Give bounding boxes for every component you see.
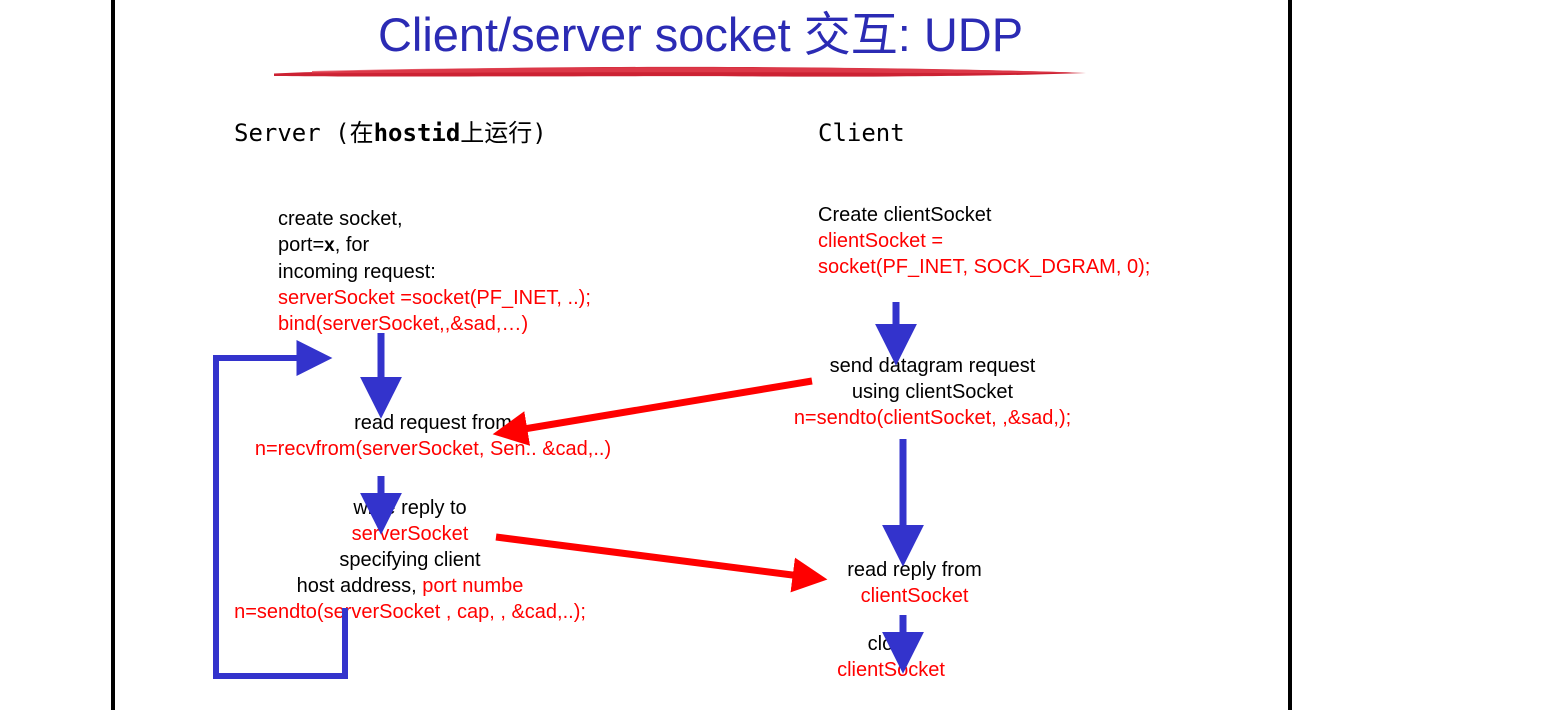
client-step-send-datagram: send datagram request using clientSocket… [770, 353, 1095, 431]
client-close-socket: clientSocket [837, 659, 945, 681]
client-create-label: Create clientSocket [818, 204, 992, 226]
server-create-line-2-port-var: x [324, 235, 335, 256]
server-create-line-3: incoming request: [278, 261, 436, 283]
client-step-close-socket: close clientSocket [826, 631, 956, 683]
server-write-line-4-host: host address, [296, 575, 423, 597]
client-read-label: read reply from [847, 559, 982, 581]
server-write-code-sendto: n=sendto(serverSocket , cap, , &cad,..); [234, 601, 586, 623]
page-title-suffix: : UDP [897, 8, 1024, 61]
server-read-code-recvfrom: n=recvfrom(serverSocket, Sen.. &cad,..) [254, 438, 612, 460]
server-create-line-2-pre: port= [278, 234, 325, 256]
page-title: Client/server socket 交互: UDP [113, 4, 1288, 67]
server-step-read-request: read request from n=recvfrom(serverSocke… [228, 410, 638, 462]
column-heading-server-hostid: hostid [373, 119, 461, 147]
column-heading-server-post: 上运行) [460, 119, 547, 147]
page-title-prefix: Client/server socket [377, 8, 804, 61]
column-heading-server-pre: Server (在 [234, 119, 374, 147]
server-create-line-1: create socket, [278, 208, 403, 230]
server-create-code-bind: bind(serverSocket,,&sad,…) [278, 313, 529, 335]
server-create-code-socket: serverSocket =socket(PF_INET, ..); [278, 287, 591, 309]
slide-frame-left-border [111, 0, 115, 710]
title-underline-brushstroke [274, 66, 1086, 77]
server-write-line-3: specifying client [339, 549, 481, 571]
client-step-read-reply: read reply from clientSocket [812, 557, 1017, 609]
server-write-line-1: write reply to [353, 497, 467, 519]
client-create-code-socket: socket(PF_INET, SOCK_DGRAM, 0); [818, 256, 1151, 278]
column-heading-server: Server (在hostid上运行) [234, 118, 547, 148]
client-send-code-sendto: n=sendto(clientSocket, ,&sad,); [793, 407, 1072, 429]
client-send-line-1: send datagram request [829, 355, 1036, 377]
server-write-line-4-port: port numbe [422, 575, 524, 597]
server-write-line-2-serversocket: serverSocket [351, 523, 469, 545]
client-close-label: close [867, 633, 915, 655]
server-create-line-2-post: , for [334, 234, 370, 256]
slide-frame-right-border [1288, 0, 1292, 710]
page-title-cjk: 交互 [803, 8, 898, 63]
server-read-label: read request from [354, 412, 512, 434]
server-create-line-2: port=x, for [278, 232, 591, 259]
column-heading-client: Client [818, 119, 905, 147]
server-step-write-reply: write reply to serverSocket specifying c… [160, 495, 660, 625]
server-write-line-4: host address, port numbe [160, 573, 660, 599]
client-step-create-socket: Create clientSocket clientSocket = socke… [818, 202, 1150, 280]
client-read-socket: clientSocket [860, 585, 969, 607]
client-create-code-assign: clientSocket = [818, 230, 944, 252]
server-step-create-socket: create socket, port=x, for incoming requ… [278, 206, 591, 337]
client-send-line-2: using clientSocket [851, 381, 1014, 403]
